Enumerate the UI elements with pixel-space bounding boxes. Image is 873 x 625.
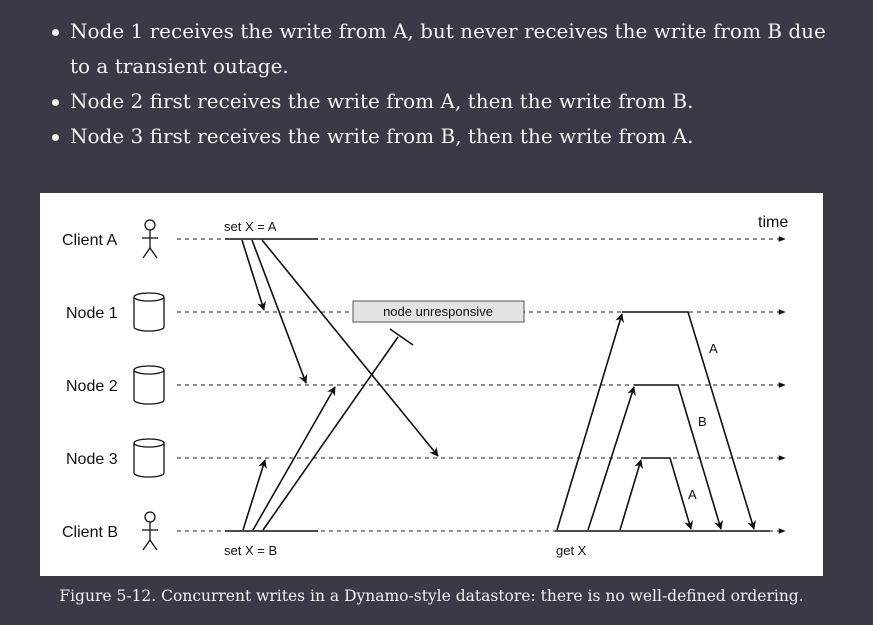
- read-response-label-node-3: A: [688, 487, 697, 502]
- actor-label-node-1: Node 1: [66, 305, 118, 322]
- bullet-list: Node 1 receives the write from A, but ne…: [48, 14, 848, 154]
- actor-label-node-2: Node 2: [66, 378, 118, 395]
- set-x-a-label: set X = A: [224, 219, 277, 234]
- time-label: time: [758, 214, 788, 231]
- node-unresponsive-label: node unresponsive: [383, 304, 493, 319]
- read-response-arrows: [622, 311, 756, 530]
- user-icon: [142, 511, 158, 551]
- write-arrows-client-a: [241, 239, 439, 457]
- actor-label-node-3: Node 3: [66, 451, 118, 468]
- actor-label-client-a: Client A: [62, 232, 117, 249]
- set-x-b-label: set X = B: [224, 543, 277, 558]
- database-icon: [133, 292, 165, 332]
- write-arrows-client-b: [242, 328, 414, 531]
- user-icon: [142, 219, 158, 259]
- database-icon: [133, 438, 165, 478]
- get-x-label: get X: [556, 543, 587, 558]
- actor-label-client-b: Client B: [62, 524, 118, 541]
- read-response-label-node-1: A: [709, 341, 718, 356]
- read-response-label-node-2: B: [698, 414, 707, 429]
- bullet-item: Node 1 receives the write from A, but ne…: [48, 14, 848, 84]
- read-request-arrows: [556, 313, 643, 531]
- bullet-item: Node 2 first receives the write from A, …: [48, 84, 848, 119]
- database-icon: [133, 365, 165, 405]
- figure-caption: Figure 5-12. Concurrent writes in a Dyna…: [59, 587, 804, 605]
- sequence-diagram: Client A Node 1 Node 2 Node 3 Client B: [40, 193, 823, 576]
- node-unresponsive-box: [352, 300, 525, 323]
- bullet-item: Node 3 first receives the write from B, …: [48, 119, 848, 154]
